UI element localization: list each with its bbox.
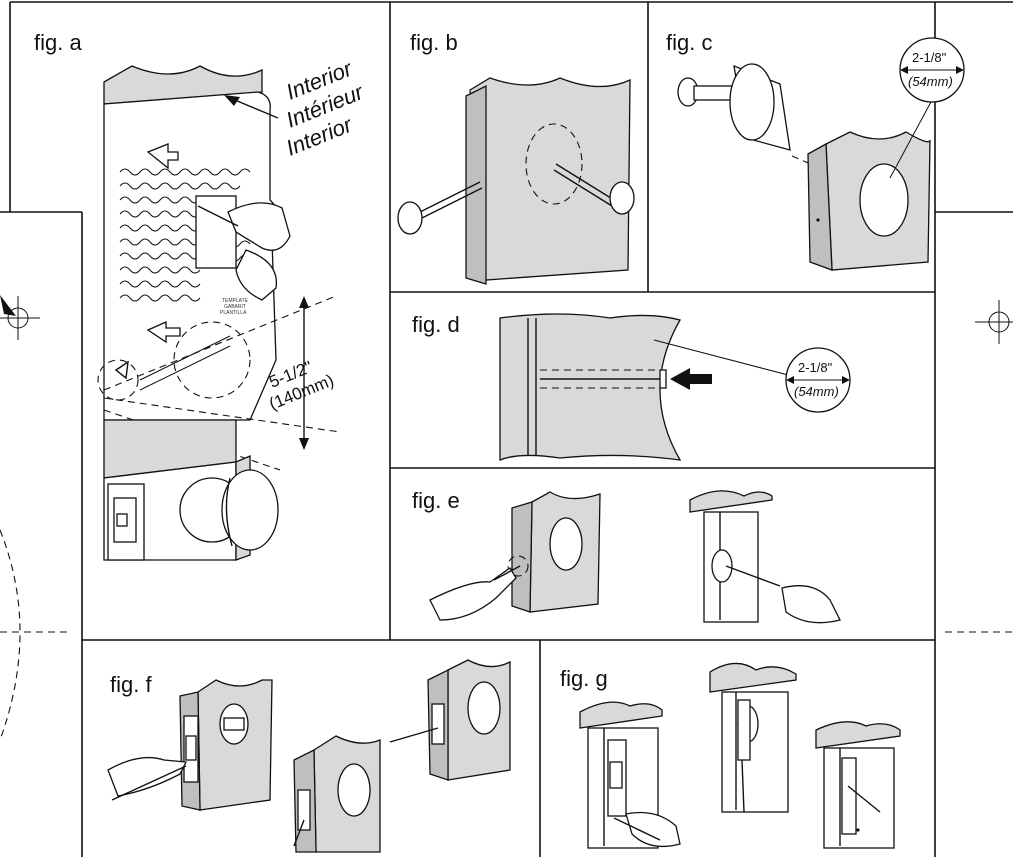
figure-d: fig. d 2-1/8" (54mm) — [412, 312, 851, 461]
crosshair-left-icon — [0, 295, 40, 340]
svg-text:GABARIT: GABARIT — [224, 304, 246, 310]
figure-c-label: fig. c — [666, 30, 712, 55]
figure-d-label: fig. d — [412, 312, 460, 337]
figure-e: fig. e — [412, 488, 841, 624]
figure-f-label: fig. f — [110, 672, 152, 697]
figure-a: fig. a TEMPLATE GABARIT PLANTILLA — [34, 30, 368, 561]
figure-f: fig. f — [107, 659, 511, 853]
figure-c: fig. c 2-1/8" (54mm) — [666, 30, 965, 271]
figure-g: fig. g — [560, 662, 901, 849]
figure-e-label: fig. e — [412, 488, 460, 513]
figure-a-label: fig. a — [34, 30, 82, 55]
figure-b-label: fig. b — [410, 30, 458, 55]
fig-c-dimension: 2-1/8" — [912, 50, 947, 65]
svg-text:(54mm): (54mm) — [794, 384, 839, 399]
figure-g-label: fig. g — [560, 666, 608, 691]
crosshair-right-icon — [975, 300, 1013, 344]
figure-b: fig. b — [397, 30, 635, 285]
fig-d-dimension: 2-1/8" — [798, 360, 833, 375]
side-guide-dashes — [0, 529, 1013, 741]
svg-text:PLANTILLA: PLANTILLA — [220, 310, 247, 316]
svg-text:(54mm): (54mm) — [908, 74, 953, 89]
svg-text:TEMPLATE: TEMPLATE — [222, 298, 249, 304]
